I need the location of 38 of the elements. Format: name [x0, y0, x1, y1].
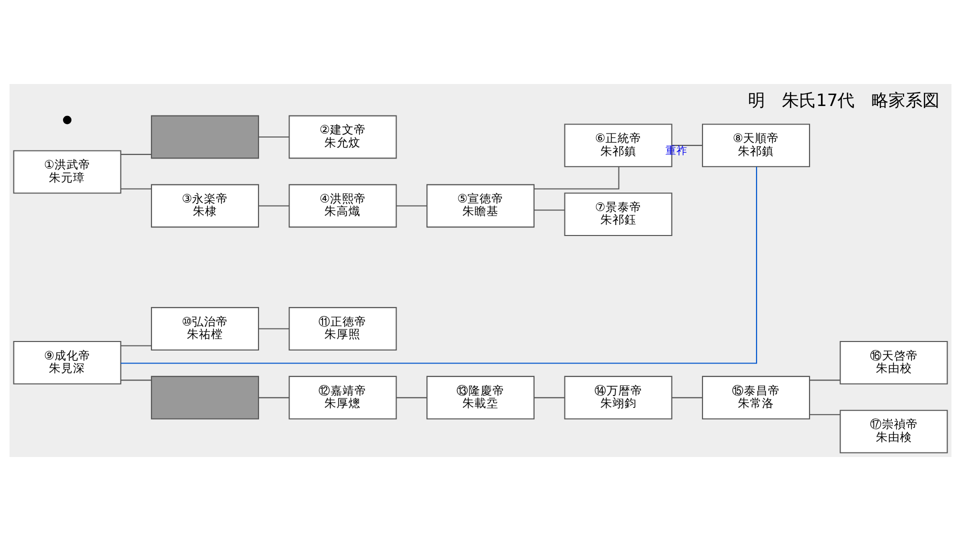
connector — [809, 379, 840, 380]
node-box: ④洪熙帝 朱高熾 — [288, 184, 396, 228]
connector — [120, 188, 151, 189]
node-box: ⑤宣徳帝 朱瞻基 — [426, 184, 534, 228]
node-box: ⑫嘉靖帝 朱厚熜 — [288, 375, 396, 419]
node-box: ③永楽帝 朱棣 — [150, 184, 259, 228]
connector — [258, 204, 288, 206]
node-box: ⑩弘治帝 朱祐樘 — [150, 306, 259, 350]
node-box — [150, 375, 259, 419]
node-box: ②建文帝 朱允炆 — [288, 114, 396, 158]
connector — [534, 209, 564, 210]
connector — [809, 414, 840, 415]
connector — [396, 204, 426, 206]
node-box: ⑭万暦帝 朱翊鈞 — [564, 375, 672, 419]
node-box: ⑪正徳帝 朱厚照 — [288, 306, 396, 350]
connector — [671, 144, 702, 146]
node-box: ⑮泰昌帝 朱常洛 — [701, 375, 810, 419]
diagram-title: 明 朱氏17代 略家系図 — [748, 90, 940, 110]
connector — [396, 396, 426, 398]
connector — [258, 396, 288, 398]
node-box — [150, 114, 259, 158]
node-box: ⑬隆慶帝 朱載坖 — [426, 375, 534, 419]
node-box: ⑦景泰帝 朱祁鈺 — [564, 192, 672, 236]
node-box: ①洪武帝 朱元璋 — [12, 150, 121, 194]
connector — [534, 166, 619, 189]
connector — [671, 396, 702, 398]
connector — [120, 344, 151, 346]
connector — [120, 379, 151, 380]
connector — [120, 153, 151, 154]
connector — [534, 396, 564, 398]
node-box: ⑨成化帝 朱見深 — [12, 340, 121, 384]
node-circle — [62, 115, 71, 124]
node-box: ⑧天順帝 朱祁鎮 — [701, 123, 810, 167]
node-box: ⑰崇禎帝 朱由検 — [839, 409, 948, 453]
connector — [120, 166, 757, 364]
connector — [258, 328, 288, 329]
node-box: ⑯天啓帝 朱由校 — [839, 340, 948, 384]
connector — [258, 136, 288, 138]
